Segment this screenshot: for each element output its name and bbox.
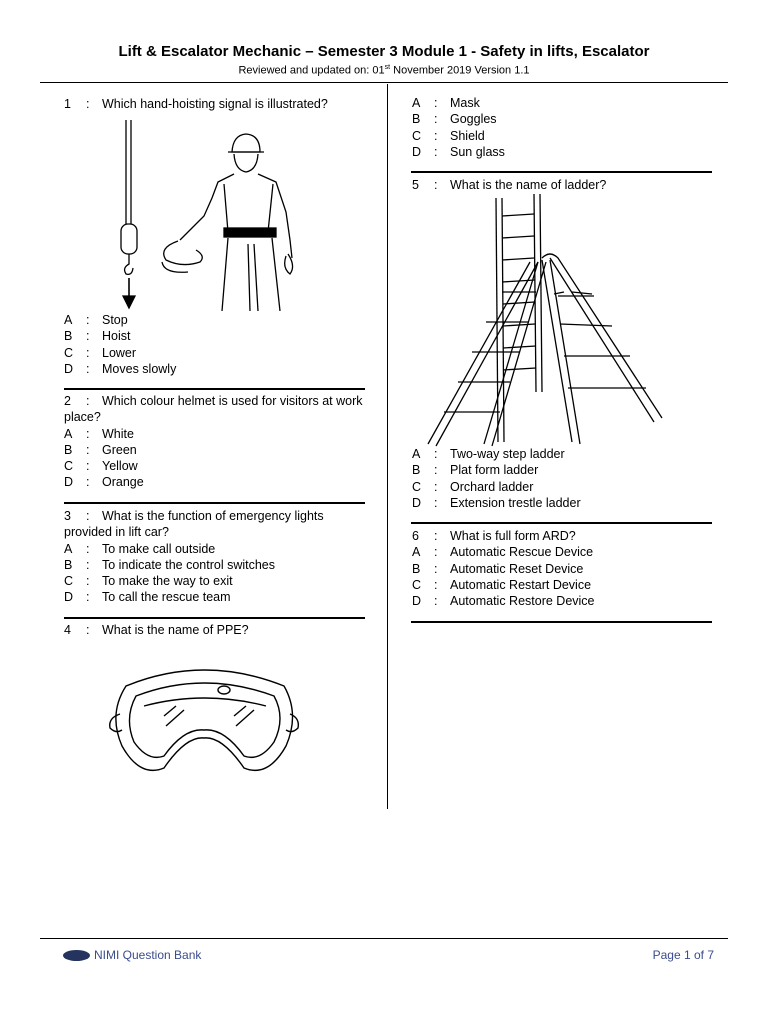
- ladder-illustration: [427, 193, 663, 447]
- question-6: 6:What is full form ARD? A:Automatic Res…: [412, 528, 712, 609]
- option-4c[interactable]: C:Shield: [412, 128, 485, 143]
- question-2: 2:Which colour helmet is used for visito…: [64, 393, 364, 491]
- question-4-options: A:Mask B:Goggles C:Shield D:Sun glass: [412, 95, 712, 160]
- option-3d[interactable]: D:To call the rescue team: [64, 590, 231, 605]
- option-2d[interactable]: D:Orange: [64, 475, 144, 490]
- question-1-options: A:Stop B:Hoist C:Lower D:Moves slowly: [64, 312, 364, 377]
- option-2c[interactable]: C:Yellow: [64, 459, 138, 474]
- option-5d[interactable]: D:Extension trestle ladder: [412, 495, 581, 510]
- option-1d[interactable]: D:Moves slowly: [64, 361, 177, 376]
- option-4b[interactable]: B:Goggles: [412, 112, 497, 127]
- header-rule: [40, 82, 728, 83]
- option-5b[interactable]: B:Plat form ladder: [412, 463, 539, 478]
- goggles-illustration: [109, 669, 300, 772]
- option-5a[interactable]: A:Two-way step ladder: [412, 447, 565, 461]
- footer-source: NIMI Question Bank: [94, 948, 202, 962]
- hoisting-signal-illustration: [120, 120, 294, 311]
- question-4-stem: 4:What is the name of PPE?: [64, 623, 249, 637]
- option-2b[interactable]: B:Green: [64, 442, 137, 457]
- option-2a[interactable]: A:White: [64, 426, 134, 441]
- page-number: Page 1 of 7: [652, 948, 714, 962]
- option-1b[interactable]: B:Hoist: [64, 329, 131, 344]
- question-1-stem: 1:Which hand-hoisting signal is illustra…: [64, 97, 328, 111]
- option-1a[interactable]: A:Stop: [64, 313, 128, 327]
- question-separator: [64, 617, 365, 619]
- question-separator: [411, 522, 712, 524]
- column-divider: [387, 84, 388, 809]
- question-1: 1:Which hand-hoisting signal is illustra…: [64, 96, 364, 112]
- option-6b[interactable]: B:Automatic Reset Device: [412, 561, 584, 576]
- question-5-options: A:Two-way step ladder B:Plat form ladder…: [412, 446, 712, 511]
- question-6-stem: 6:What is full form ARD?: [412, 529, 576, 543]
- question-separator: [64, 388, 365, 390]
- page-title: Lift & Escalator Mechanic – Semester 3 M…: [118, 43, 650, 60]
- nimi-logo-icon: [63, 950, 90, 961]
- option-5c[interactable]: C:Orchard ladder: [412, 479, 534, 494]
- option-3c[interactable]: C:To make the way to exit: [64, 574, 233, 589]
- question-separator: [411, 171, 712, 173]
- option-4a[interactable]: A:Mask: [412, 96, 480, 110]
- option-6d[interactable]: D:Automatic Restore Device: [412, 594, 595, 609]
- option-6a[interactable]: A:Automatic Rescue Device: [412, 545, 594, 560]
- question-separator: [411, 621, 712, 623]
- footer-rule: [40, 938, 728, 939]
- option-6c[interactable]: C:Automatic Restart Device: [412, 577, 592, 592]
- question-5-stem: 5:What is the name of ladder?: [412, 178, 607, 192]
- question-5: 5:What is the name of ladder?: [412, 177, 712, 193]
- revision-note: Reviewed and updated on: 01st November 2…: [238, 64, 530, 77]
- question-3: 3:What is the function of emergency ligh…: [64, 508, 364, 606]
- option-3a[interactable]: A:To make call outside: [64, 541, 216, 556]
- option-4d[interactable]: D:Sun glass: [412, 144, 505, 159]
- option-3b[interactable]: B:To indicate the control switches: [64, 557, 276, 572]
- question-4: 4:What is the name of PPE?: [64, 622, 364, 638]
- question-2-stem: 2:Which colour helmet is used for visito…: [64, 394, 363, 425]
- question-3-stem: 3:What is the function of emergency ligh…: [64, 509, 324, 540]
- option-1c[interactable]: C:Lower: [64, 345, 137, 360]
- question-separator: [64, 502, 365, 504]
